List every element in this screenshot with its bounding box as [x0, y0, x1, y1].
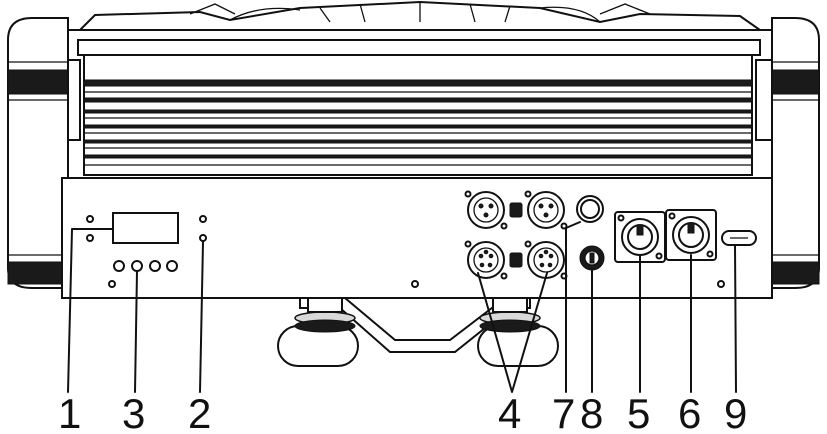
- control-buttons: [108, 260, 178, 288]
- callout-4: 4: [498, 390, 521, 434]
- status-leds-left: [86, 215, 94, 242]
- safety-eyelet: [721, 230, 757, 246]
- fuse-holder: [579, 245, 605, 271]
- callout-7: 7: [552, 390, 575, 434]
- callout-5: 5: [627, 390, 650, 434]
- left-side-arm: [7, 17, 81, 289]
- xlr-connector-top-right: [524, 190, 568, 230]
- power-out-connector: [665, 209, 717, 261]
- heat-sink-housing: [67, 29, 773, 179]
- callout-9: 9: [724, 390, 747, 434]
- callout-2: 2: [188, 390, 211, 434]
- moving-head-top: [77, 0, 764, 31]
- network-port: [576, 195, 604, 223]
- xlr-connector-top-left: [464, 190, 508, 230]
- callout-8: 8: [580, 390, 603, 434]
- callout-1: 1: [58, 390, 81, 434]
- lcd-display: [112, 212, 179, 244]
- heat-sink-fins: [83, 79, 753, 166]
- callout-labels: 1 3 2 4 7 8 5 6 9: [58, 390, 747, 434]
- status-leds-right: [199, 215, 207, 242]
- dmx-connectors: [464, 190, 568, 280]
- callout-3: 3: [122, 390, 145, 434]
- right-foot: [477, 297, 559, 367]
- right-side-arm: [755, 17, 820, 289]
- callout-6: 6: [678, 390, 701, 434]
- leader-lines: [67, 221, 737, 393]
- left-foot: [277, 297, 359, 367]
- xlr-connector-bottom-left: [464, 240, 508, 280]
- xlr-release-latches: [509, 202, 523, 268]
